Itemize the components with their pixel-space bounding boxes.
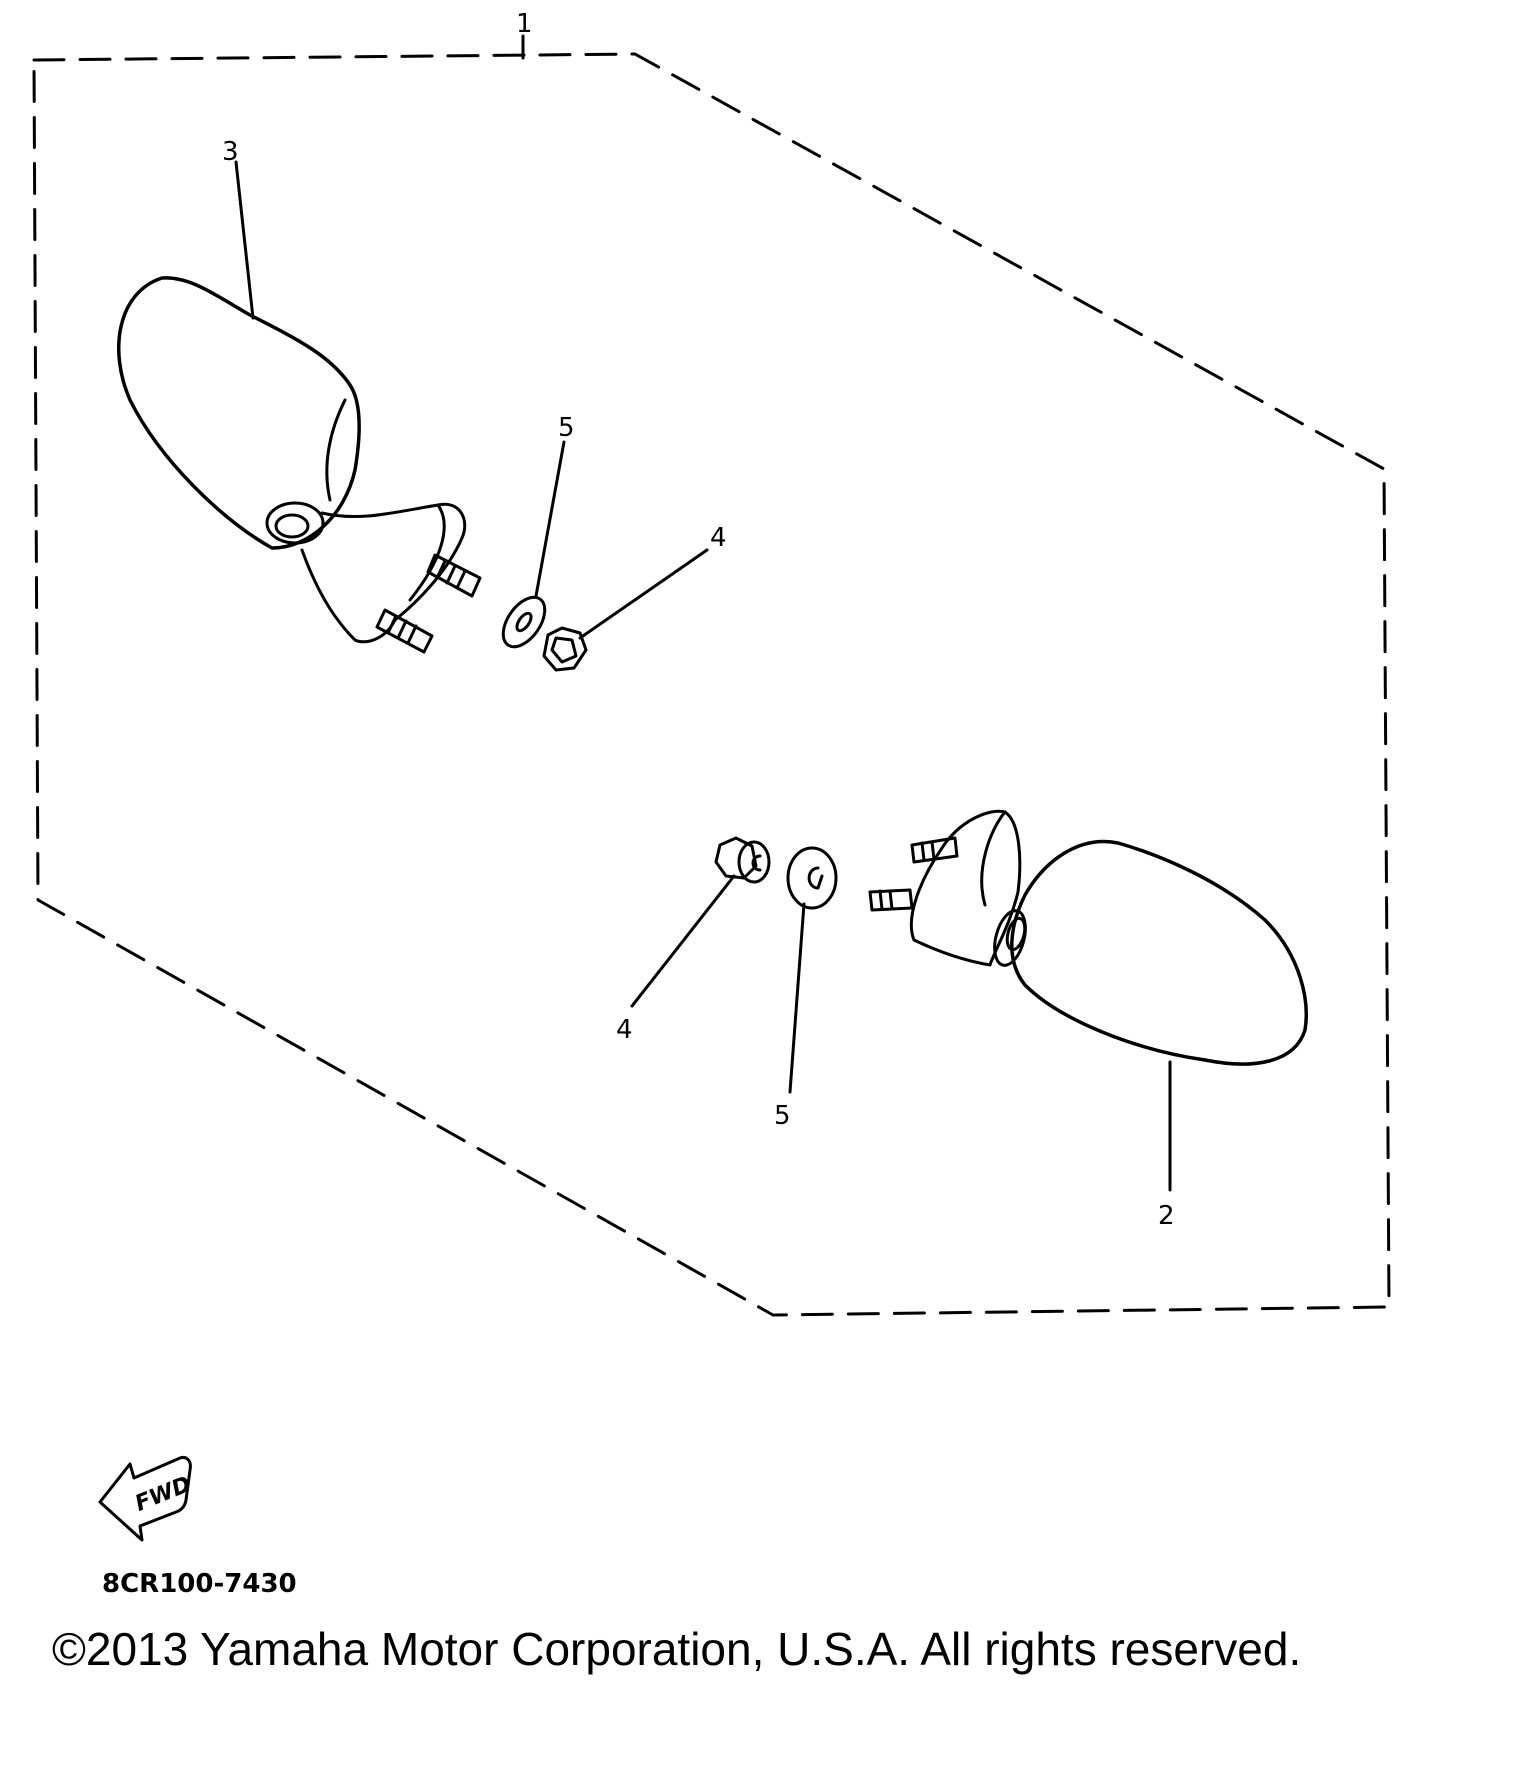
diagram-code: 8CR100-7430 [102, 1569, 297, 1599]
callout-5-right: 5 [774, 1101, 791, 1131]
callout-2: 2 [1158, 1201, 1175, 1231]
left-nut [542, 548, 709, 672]
right-washer [786, 846, 838, 1094]
copyright-notice: ©2013 Yamaha Motor Corporation, U.S.A. A… [52, 1623, 1302, 1675]
left-mirror-stud-lower [375, 608, 434, 654]
leader-5-left [534, 440, 566, 598]
right-nut [630, 836, 771, 1008]
right-mirror-stud-upper [910, 836, 959, 864]
callout-4-left: 4 [710, 523, 727, 553]
left-washer [501, 440, 566, 649]
right-mirror-stud-lower [868, 888, 914, 912]
left-mirror [117, 160, 482, 654]
right-mirror [868, 809, 1308, 1192]
callout-1: 1 [516, 9, 533, 39]
callout-3: 3 [222, 137, 239, 167]
leader-5-right [788, 902, 806, 1094]
leader-3 [234, 160, 255, 320]
fwd-arrow-icon [98, 1456, 192, 1542]
fwd-label: FWD [132, 1472, 195, 1517]
leader-4-right [630, 874, 736, 1008]
leader-4-left [578, 548, 709, 640]
callout-5-left: 5 [558, 413, 575, 443]
assembly-boundary [32, 52, 1391, 1317]
left-mirror-stud-upper [426, 553, 482, 598]
callout-4-right: 4 [616, 1015, 633, 1045]
